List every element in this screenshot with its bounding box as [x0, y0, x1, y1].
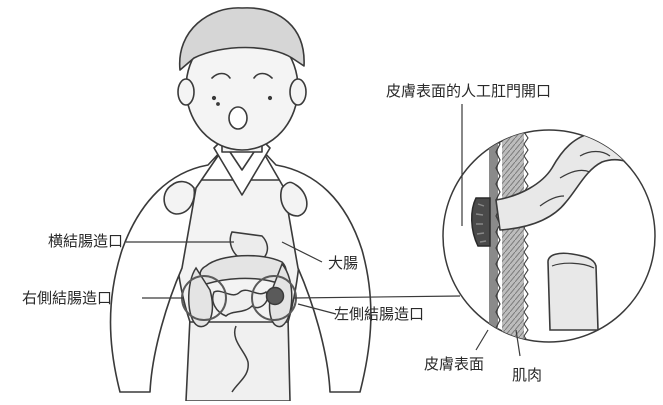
leader-muscle: [515, 329, 521, 357]
label-left-colostomy: 左側結腸造口: [334, 305, 425, 323]
label-large-intestine: 大腸: [328, 254, 359, 272]
sigmoid: [231, 325, 249, 393]
colon-right: [188, 266, 214, 328]
stoma-protrusion: [471, 197, 491, 247]
hair: [179, 7, 305, 71]
leader-large-intestine: [281, 241, 323, 263]
leader-lines: [126, 104, 521, 357]
muscle-layer: [502, 130, 524, 342]
left-eye: [211, 72, 231, 79]
right-eye: [253, 72, 273, 79]
leader-left-colostomy-to-mag: [293, 295, 461, 299]
label-right-colostomy: 右側結腸造口: [22, 289, 113, 307]
left-colostomy-stoma: [265, 286, 285, 306]
skin-layer: [489, 130, 498, 342]
leader-left-colostomy-label: [297, 303, 337, 315]
leader-skin-surface: [475, 329, 489, 351]
label-transverse-colostomy: 横結腸造口: [48, 232, 124, 250]
person-figure: [109, 7, 372, 402]
mouth: [228, 106, 248, 130]
label-skin-surface: 皮膚表面: [424, 355, 485, 373]
left-hand: [163, 180, 196, 215]
label-stoma-opening: 皮膚表面的人工肛門開口: [386, 82, 552, 100]
label-muscle: 肌肉: [512, 366, 543, 384]
right-hand: [280, 181, 308, 217]
magnified-view: [442, 129, 656, 343]
shirt-left: [109, 149, 223, 393]
colon-lower: [547, 252, 599, 331]
pants: [185, 317, 291, 402]
